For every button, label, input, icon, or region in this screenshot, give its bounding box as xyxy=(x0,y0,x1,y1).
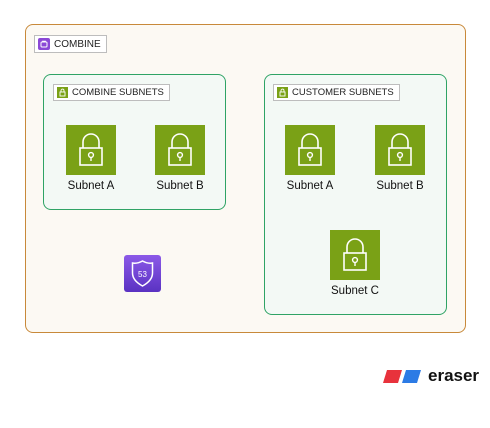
combine-subnets-label: COMBINE SUBNETS xyxy=(53,84,170,101)
combine-group-title: COMBINE xyxy=(54,38,101,50)
combine-subnet-b-lock-icon xyxy=(155,125,205,175)
lock-tag-icon xyxy=(277,87,288,98)
cloud-tag-icon xyxy=(38,38,50,50)
customer-subnets-label: CUSTOMER SUBNETS xyxy=(273,84,400,101)
combine-subnet-a-lock-icon xyxy=(66,125,116,175)
route53-shield-icon: 53 xyxy=(124,255,161,292)
combine-subnet-a-label: Subnet A xyxy=(67,180,115,192)
customer-subnet-b-label: Subnet B xyxy=(376,180,424,192)
eraser-logo-icon xyxy=(383,369,421,383)
customer-subnets-title: CUSTOMER SUBNETS xyxy=(292,87,394,98)
customer-subnet-c-lock-icon xyxy=(330,230,380,280)
eraser-brand: eraser xyxy=(382,366,479,386)
customer-subnet-c-label: Subnet C xyxy=(331,285,379,297)
eraser-wordmark: eraser xyxy=(428,366,480,385)
combine-group-label: COMBINE xyxy=(34,35,107,53)
route53-number: 53 xyxy=(138,270,147,279)
lock-tag-icon xyxy=(57,87,68,98)
customer-subnet-a-label: Subnet A xyxy=(286,180,334,192)
customer-subnet-b-lock-icon xyxy=(375,125,425,175)
customer-subnet-a-lock-icon xyxy=(285,125,335,175)
combine-subnet-b-label: Subnet B xyxy=(156,180,204,192)
combine-subnets-title: COMBINE SUBNETS xyxy=(72,87,164,98)
